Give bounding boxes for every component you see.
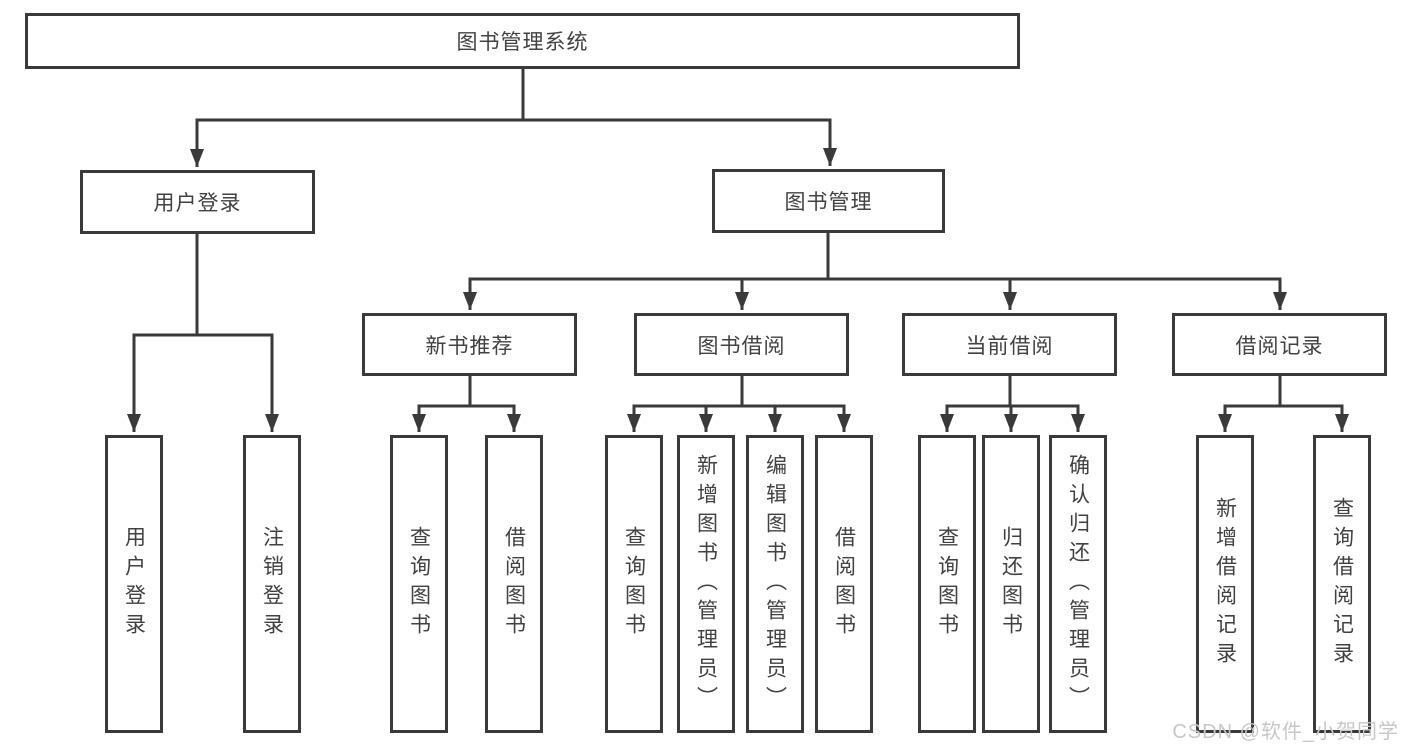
leaf-query-books-borrow: 查询图书 [605, 435, 663, 733]
leaf-edit-book-admin: 编辑图书（管理员） [746, 435, 804, 733]
leaf-query-borrow-record: 查询借阅记录 [1313, 435, 1371, 733]
node-book-borrow: 图书借阅 [634, 313, 849, 376]
leaf-borrow-books: 借阅图书 [815, 435, 873, 733]
watermark: CSDN @软件_小贺同学 [1172, 721, 1399, 743]
node-current-borrow: 当前借阅 [902, 313, 1117, 376]
node-library-management-system: 图书管理系统 [25, 13, 1020, 69]
leaf-query-books-current: 查询图书 [918, 435, 976, 733]
leaf-add-book-admin: 新增图书（管理员） [677, 435, 735, 733]
node-new-book-recommend: 新书推荐 [362, 313, 577, 376]
leaf-borrow-books-recommend: 借阅图书 [485, 435, 543, 733]
leaf-add-borrow-record: 新增借阅记录 [1196, 435, 1254, 733]
leaf-return-book: 归还图书 [982, 435, 1040, 733]
leaf-user-login: 用户登录 [105, 435, 163, 733]
node-book-management: 图书管理 [712, 169, 945, 233]
leaf-confirm-return-admin: 确认归还（管理员） [1049, 435, 1107, 733]
leaf-query-books-recommend: 查询图书 [390, 435, 448, 733]
node-borrow-records: 借阅记录 [1172, 313, 1387, 376]
node-user-login: 用户登录 [80, 170, 315, 234]
leaf-logout: 注销登录 [243, 435, 301, 733]
